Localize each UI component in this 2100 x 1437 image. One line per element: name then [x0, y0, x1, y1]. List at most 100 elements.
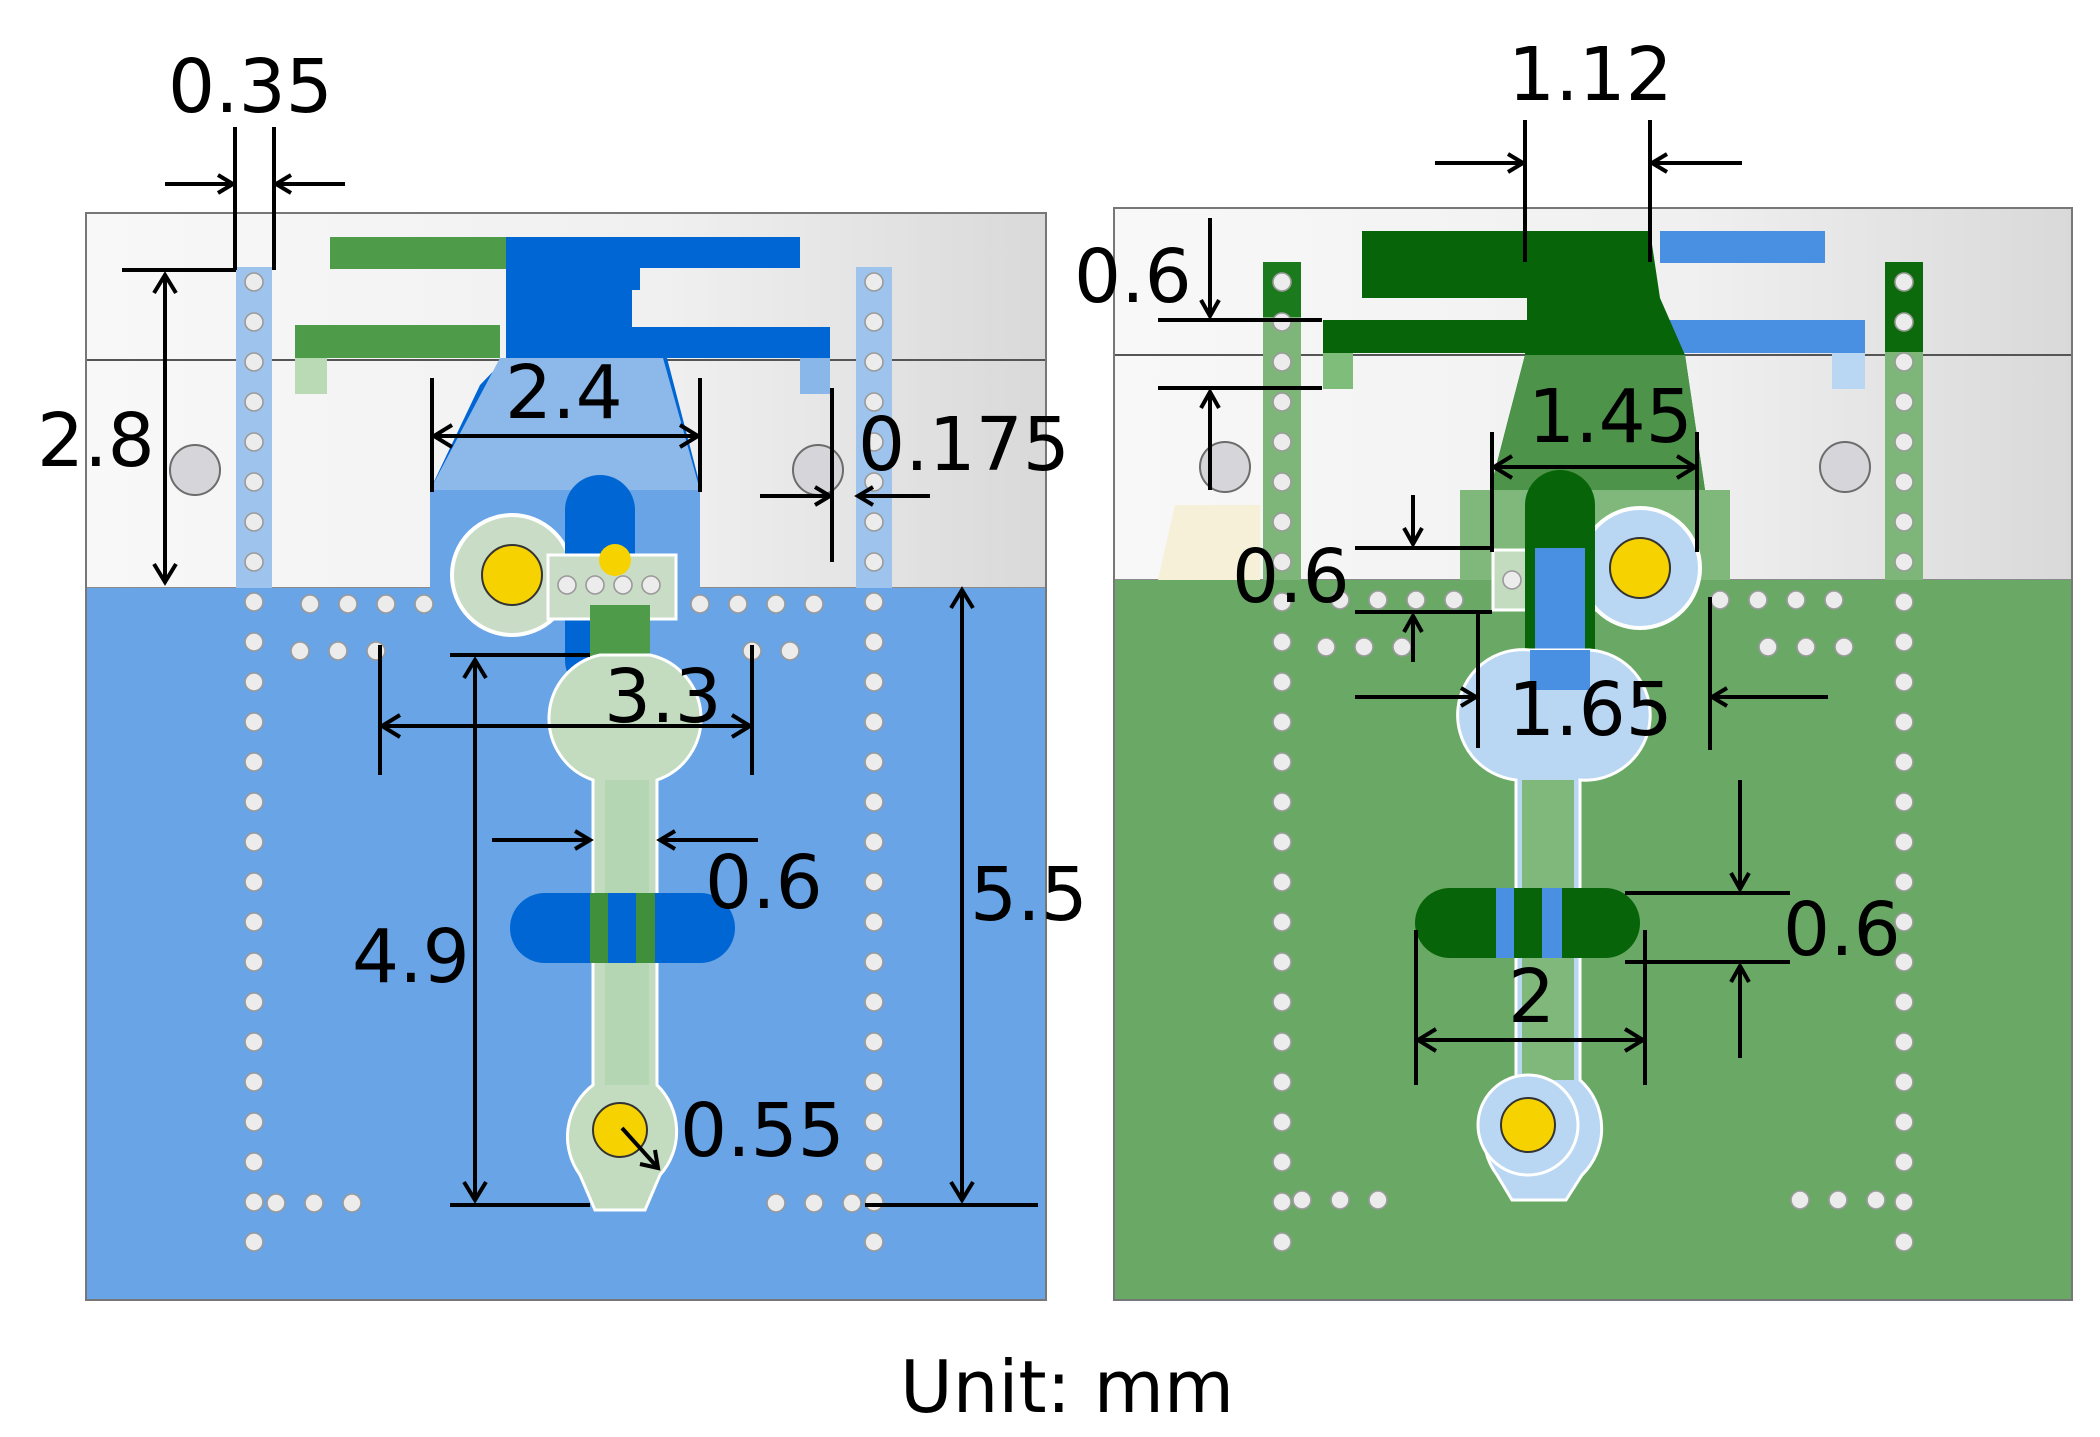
dim-1-45-head-a [1490, 454, 1514, 480]
via-hole [244, 352, 264, 372]
right-dim-label-1-65: 1.65 [1508, 667, 1673, 753]
via-hole [244, 1232, 264, 1252]
via-hole [1272, 1152, 1292, 1172]
via-hole [690, 594, 710, 614]
via-hole [1272, 992, 1292, 1012]
via-hole [244, 592, 264, 612]
via-hole [864, 672, 884, 692]
via-hole [766, 1193, 786, 1213]
via-hole [338, 594, 358, 614]
via-hole [1444, 590, 1464, 610]
via-hole [244, 1072, 264, 1092]
via-hole [1894, 752, 1914, 772]
via-hole [1272, 672, 1292, 692]
via-hole [766, 594, 786, 614]
left-dim-label-2-8: 2.8 [37, 398, 155, 484]
left-green-strip-top [330, 237, 510, 269]
via-hole [244, 712, 264, 732]
dim-4-9-head-top [462, 656, 488, 680]
via-hole [804, 594, 824, 614]
dim-0-175-head-b [854, 485, 875, 507]
via-hole [864, 912, 884, 932]
left-dim-label-2-4: 2.4 [505, 350, 623, 436]
via-hole [864, 472, 884, 492]
via-hole [864, 272, 884, 292]
via-hole [1894, 912, 1914, 932]
via-hole [1824, 590, 1844, 610]
via-hole [864, 832, 884, 852]
via-hole [1894, 432, 1914, 452]
via-hole [244, 432, 264, 452]
right-feed-left-arm [1323, 320, 1528, 353]
via-hole [864, 392, 884, 412]
via-hole [1272, 1112, 1292, 1132]
left-bridge-via [557, 575, 577, 595]
via-hole [1894, 1032, 1914, 1052]
via-hole [864, 752, 884, 772]
left-outline [85, 212, 1047, 1301]
via-hole [244, 1032, 264, 1052]
via-hole [244, 312, 264, 332]
dim-2-head-a [1414, 1027, 1438, 1053]
dim-0-6-top-head-a [1199, 299, 1221, 321]
via-hole [1272, 912, 1292, 932]
left-panel [85, 212, 1047, 1301]
via-hole [1894, 552, 1914, 572]
right-mount-hole-left [1199, 441, 1251, 493]
right-panel [1113, 207, 2073, 1301]
via-hole [1272, 872, 1292, 892]
via-hole [864, 792, 884, 812]
dim-1-65-head-a [1459, 686, 1480, 708]
via-hole [804, 1193, 824, 1213]
via-hole [1894, 1152, 1914, 1172]
via-hole [1272, 752, 1292, 772]
via-hole [1272, 792, 1292, 812]
via-hole [1894, 1112, 1914, 1132]
right-outline [1113, 207, 2073, 1301]
dim-5-5-head-bottom [949, 1180, 975, 1204]
dim-0-35-head-b [272, 173, 293, 195]
dim-5-5-head-top [949, 586, 975, 610]
via-hole [1748, 590, 1768, 610]
via-hole [244, 632, 264, 652]
dim-2-head-b [1623, 1027, 1647, 1053]
via-hole [1894, 992, 1914, 1012]
dim-1-45-head-b [1675, 454, 1699, 480]
via-hole [1894, 592, 1914, 612]
via-hole [864, 1032, 884, 1052]
left-dim-label-0-175: 0.175 [858, 402, 1070, 488]
via-hole [244, 1112, 264, 1132]
via-hole [1272, 352, 1292, 372]
via-hole [1272, 832, 1292, 852]
unit-caption: Unit: mm [900, 1345, 1234, 1429]
right-top-pad [1609, 537, 1671, 599]
via-hole [244, 952, 264, 972]
via-hole [1786, 590, 1806, 610]
via-hole [842, 1193, 862, 1213]
right-blue-strip-mid [1665, 320, 1865, 353]
via-hole [1790, 1190, 1810, 1210]
via-hole [1272, 432, 1292, 452]
via-hole [1272, 1072, 1292, 1092]
dim-0-6-top-head-b [1199, 387, 1221, 409]
via-hole [1894, 792, 1914, 812]
left-feed-stub-right [800, 358, 830, 394]
via-hole [864, 1232, 884, 1252]
via-hole [1894, 1232, 1914, 1252]
via-hole [244, 912, 264, 932]
via-hole [1894, 272, 1914, 292]
via-hole [1834, 637, 1854, 657]
dim-3-3-head-b [730, 713, 754, 739]
via-hole [414, 594, 434, 614]
via-hole [376, 594, 396, 614]
left-green-strip-mid [295, 325, 500, 358]
via-hole [864, 1072, 884, 1092]
left-via-array [244, 272, 884, 1252]
via-hole [1894, 1192, 1914, 1212]
via-hole [1272, 712, 1292, 732]
via-hole [864, 1112, 884, 1132]
via-hole [1368, 590, 1388, 610]
via-hole [780, 641, 800, 661]
dim-3-3-head-a [378, 713, 402, 739]
via-hole [244, 392, 264, 412]
